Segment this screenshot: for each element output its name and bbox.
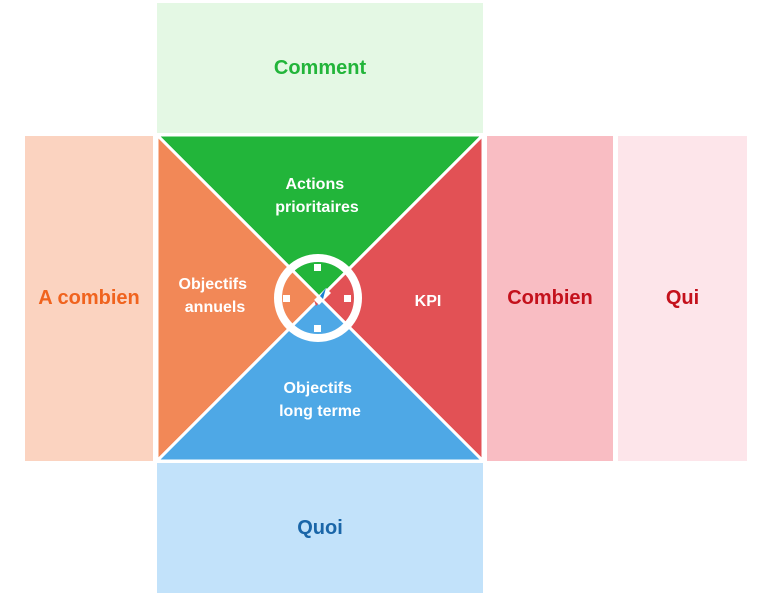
qui-label: Qui <box>665 287 700 309</box>
triangle-bottom-label: Objectifs long terme <box>279 380 361 420</box>
a-combien-label: A combien <box>38 287 140 309</box>
triangle-top-label: Actions prioritaires <box>275 176 359 216</box>
triangle-bottom-line2: long terme <box>279 403 361 420</box>
quoi-panel: Quoi <box>157 463 483 593</box>
triangle-bottom <box>155 296 485 463</box>
combien-label: Combien <box>507 287 593 309</box>
triangle-left-line2: annuels <box>185 299 246 316</box>
triangle-left-line1: Objectifs <box>179 276 248 293</box>
a-combien-panel: A combien <box>25 136 153 461</box>
combien-panel: Combien <box>487 136 613 461</box>
triangle-left-label: Objectifs annuels <box>179 276 252 316</box>
triangle-right-label: KPI <box>415 293 442 310</box>
qui-panel: Qui <box>618 136 747 461</box>
triangle-top-line2: prioritaires <box>275 199 359 216</box>
compass-icon <box>274 254 362 342</box>
comment-panel: Comment <box>157 3 483 133</box>
triangle-right-line1: KPI <box>415 293 442 310</box>
triangle-bottom-line1: Objectifs <box>284 380 353 397</box>
quoi-label: Quoi <box>297 516 343 539</box>
comment-label: Comment <box>273 56 367 79</box>
triangle-top-line1: Actions <box>285 176 344 193</box>
